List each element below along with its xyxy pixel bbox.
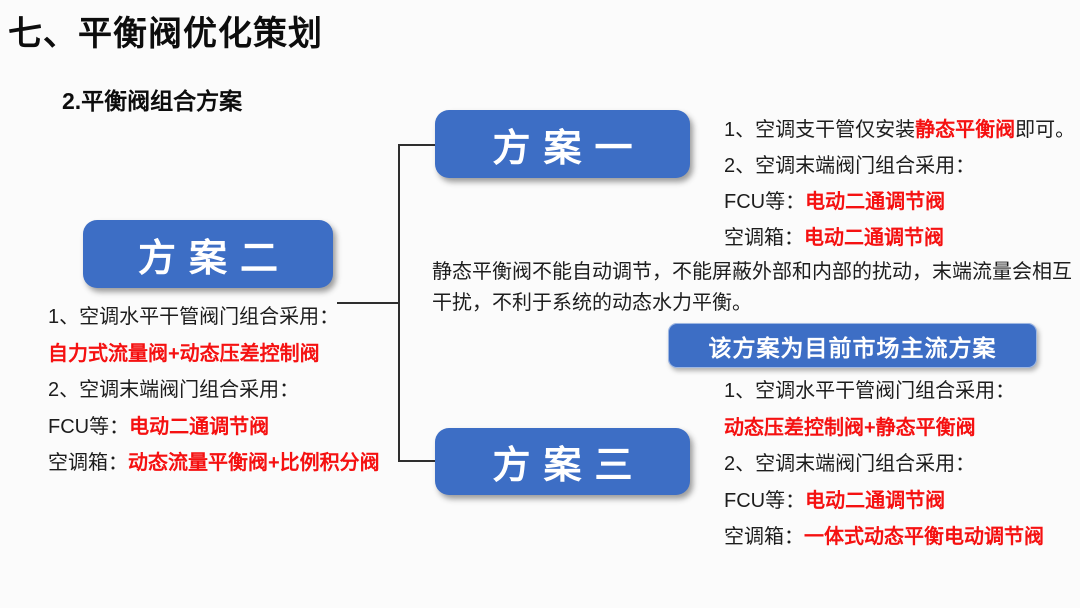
plan-three-ahu-line: 空调箱：一体式动态平衡电动调节阀	[724, 519, 1044, 556]
plan-one-item-2: 2、空调末端阀门组合采用：	[724, 148, 1075, 184]
plan-three-fcu-value: 电动二通调节阀	[805, 489, 946, 512]
plan-two-item-2-text: 2、空调末端阀门组合采用：	[48, 379, 300, 401]
plan-three-ahu-label: 空调箱：	[724, 526, 804, 548]
plan-one-fcu-line: FCU等：电动二通调节阀	[724, 184, 1075, 220]
plan-one-label: 方案一	[492, 127, 646, 170]
plan-three-fcu-label: FCU等：	[724, 489, 806, 512]
plan-two-ahu-value: 动态流量平衡阀+比例积分阀	[128, 452, 380, 474]
plan-one-ahu-line: 空调箱：电动二通调节阀	[724, 220, 1075, 256]
plan-two-fcu-line: FCU等：电动二通调节阀	[48, 409, 380, 446]
plan-one-item-1-highlight: 静态平衡阀	[915, 119, 1016, 141]
plan-two-fcu-label: FCU等：	[48, 415, 130, 438]
plan-two-item-1-value: 自力式流量阀+动态压差控制阀	[48, 342, 320, 365]
plan-three-item-1-value: 动态压差控制阀+静态平衡阀	[724, 416, 976, 439]
plan-one-ahu-value: 电动二通调节阀	[804, 227, 944, 249]
plan-three-item-2: 2、空调末端阀门组合采用：	[724, 446, 1044, 483]
plan-two-fcu-value: 电动二通调节阀	[129, 415, 270, 438]
mainstream-banner: 该方案为目前市场主流方案	[668, 323, 1037, 368]
plan-two-ahu-line: 空调箱：动态流量平衡阀+比例积分阀	[48, 445, 380, 482]
plan-three-fcu-line: FCU等：电动二通调节阀	[724, 483, 1044, 520]
plan-two-box: 方案二	[83, 220, 333, 288]
slide-title: 七、平衡阀优化策划	[8, 15, 323, 53]
plan-three-item-1-text: 1、空调水平干管阀门组合采用：	[724, 380, 1016, 402]
connector-vertical-line	[398, 144, 400, 462]
plan-three-box: 方案三	[435, 428, 690, 495]
plan-two-details: 1、空调水平干管阀门组合采用： 自力式流量阀+动态压差控制阀 2、空调末端阀门组…	[48, 299, 380, 482]
plan-two-ahu-label: 空调箱：	[48, 452, 128, 474]
plan-three-details: 1、空调水平干管阀门组合采用： 动态压差控制阀+静态平衡阀 2、空调末端阀门组合…	[724, 373, 1044, 556]
plan-three-ahu-value: 一体式动态平衡电动调节阀	[804, 526, 1044, 548]
connector-branch-plan-two	[337, 302, 398, 304]
mainstream-banner-label: 该方案为目前市场主流方案	[708, 334, 997, 361]
plan-three-item-2-text: 2、空调末端阀门组合采用：	[724, 453, 976, 475]
plan-two-item-2: 2、空调末端阀门组合采用：	[48, 372, 380, 409]
plan-three-item-1: 1、空调水平干管阀门组合采用：	[724, 373, 1044, 410]
connector-branch-plan-three	[400, 460, 435, 462]
connector-branch-plan-one	[400, 144, 435, 146]
plan-one-details: 1、空调支干管仅安装静态平衡阀即可。 2、空调末端阀门组合采用： FCU等：电动…	[724, 112, 1075, 256]
plan-one-fcu-value: 电动二通调节阀	[805, 191, 946, 213]
plan-two-label: 方案二	[137, 237, 291, 280]
plan-two-item-1: 1、空调水平干管阀门组合采用：	[48, 299, 380, 336]
plan-one-fcu-label: FCU等：	[724, 191, 806, 213]
plan-three-item-1-value-line: 动态压差控制阀+静态平衡阀	[724, 410, 1044, 447]
plan-two-item-1-value-line: 自力式流量阀+动态压差控制阀	[48, 336, 380, 373]
plan-one-item-2-text: 2、空调末端阀门组合采用：	[724, 155, 976, 177]
plan-two-item-1-text: 1、空调水平干管阀门组合采用：	[48, 306, 340, 328]
plan-three-label: 方案三	[492, 445, 646, 487]
slide-subtitle: 2.平衡阀组合方案	[62, 88, 243, 114]
plan-one-item-1-text: 1、空调支干管仅安装	[724, 119, 916, 141]
plan-one-item-1: 1、空调支干管仅安装静态平衡阀即可。	[724, 112, 1075, 148]
plan-one-box: 方案一	[435, 110, 690, 178]
plan-one-item-1-suffix: 即可。	[1015, 119, 1076, 141]
plan-one-ahu-label: 空调箱：	[724, 227, 804, 249]
static-valve-note: 静态平衡阀不能自动调节，不能屏蔽外部和内部的扰动，末端流量会相互干扰，不利于系统…	[432, 261, 1072, 314]
